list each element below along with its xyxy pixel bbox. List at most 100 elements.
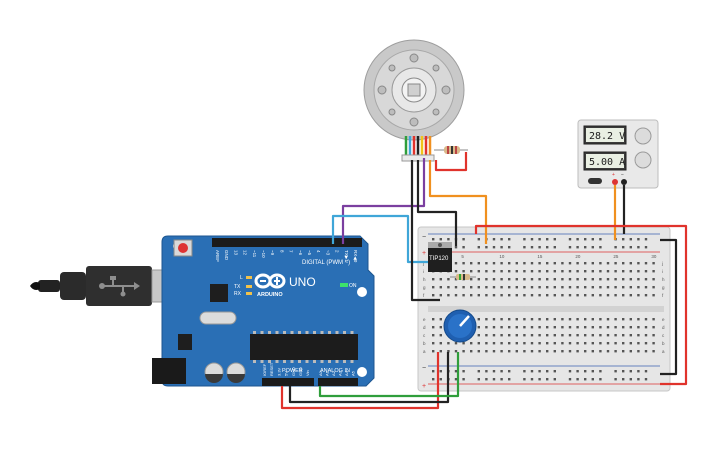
row-letter: a — [423, 349, 426, 354]
power-pin-label: GND — [298, 367, 303, 376]
analog-header[interactable] — [318, 378, 358, 386]
row-letter: j — [661, 261, 663, 266]
row-letter: c — [423, 333, 426, 338]
center-channel — [428, 306, 664, 312]
row-letter: i — [423, 269, 424, 274]
transistor-label: TIP120 — [429, 256, 449, 262]
column-number: 30 — [651, 254, 657, 259]
row-letter: i — [662, 269, 663, 274]
analog-pin-label: A4 — [344, 370, 349, 376]
digital-pin-label: TX▶1 — [344, 250, 349, 262]
usb-cable[interactable] — [30, 266, 177, 306]
resistor[interactable] — [450, 274, 476, 280]
arduino-logo — [254, 273, 286, 289]
atmega-chip — [250, 331, 358, 363]
power-pin-label: RESET — [269, 362, 274, 376]
current-knob[interactable] — [634, 151, 652, 169]
power-header[interactable] — [262, 378, 314, 386]
digital-pin-label: ~6 — [298, 250, 303, 256]
power-pin-label: IOREF — [262, 363, 267, 376]
positive-label: + — [612, 172, 615, 178]
capacitor — [226, 362, 246, 383]
power-switch[interactable] — [588, 178, 602, 184]
row-letter: f — [423, 293, 425, 298]
crystal-oscillator — [199, 311, 237, 325]
power-pin-label: GND — [291, 367, 296, 376]
power-label: POWER — [282, 368, 303, 374]
digital-label: DIGITAL (PWM ~) — [302, 260, 350, 266]
row-letter: e — [423, 317, 426, 322]
power-pin-label: 5V — [284, 371, 289, 376]
mounting-hole — [357, 367, 367, 377]
row-letter: c — [662, 333, 665, 338]
breadboard[interactable]: − + − + 151015202530 jjiihhggffeeddccbba… — [417, 226, 671, 392]
regulator-chip — [178, 334, 192, 350]
digital-pin-label: AREF — [215, 250, 220, 262]
potentiometer[interactable] — [443, 309, 477, 343]
negative-label: − — [621, 172, 624, 178]
column-number: 5 — [461, 254, 464, 259]
rail-minus-label: − — [422, 234, 426, 241]
analog-pin-label: A3 — [338, 370, 343, 376]
row-letter: d — [423, 325, 426, 330]
analog-pin-label: A5 — [351, 370, 356, 376]
capacitor — [204, 362, 224, 383]
row-letter: e — [662, 317, 665, 322]
digital-pin-label: ~9 — [270, 250, 275, 256]
usb-chip — [210, 284, 228, 302]
column-number: 10 — [499, 254, 505, 259]
digital-pin-label: ~10 — [261, 250, 266, 258]
digital-header[interactable] — [212, 238, 362, 247]
row-letter: f — [662, 293, 664, 298]
digital-pin-label: ~5 — [307, 250, 312, 256]
negative-terminal[interactable] — [621, 179, 627, 185]
on-led — [340, 283, 348, 287]
digital-pin-label: 7 — [289, 250, 294, 253]
digital-pin-label: 8 — [279, 250, 284, 253]
column-number: 20 — [575, 254, 581, 259]
digital-pin-label: ~11 — [252, 250, 257, 258]
analog-pin-label: A2 — [331, 370, 336, 376]
tx-led — [246, 285, 252, 288]
digital-pin-label: 13 — [233, 250, 238, 256]
row-letter: h — [423, 277, 426, 282]
l-led-label: L — [240, 275, 243, 281]
wires — [280, 152, 688, 410]
power-pin-label: Vin — [305, 370, 310, 376]
dc-power-jack[interactable] — [152, 358, 186, 384]
model-label: UNO — [289, 275, 316, 289]
digital-pin-label: 12 — [243, 250, 248, 256]
power-pin-label: 3.3V — [276, 367, 281, 376]
voltage-knob[interactable] — [634, 127, 652, 145]
current-display: 5.00 A — [589, 157, 625, 168]
analog-label: ANALOG IN — [320, 368, 350, 374]
dc-motor[interactable] — [363, 39, 465, 162]
l-led — [246, 276, 252, 279]
row-letter: b — [662, 341, 665, 346]
row-letter: b — [423, 341, 426, 346]
digital-pin-label: RX◀0 — [353, 250, 358, 263]
column-number: 15 — [537, 254, 543, 259]
analog-pin-label: A1 — [325, 370, 330, 376]
digital-pin-label: ~3 — [325, 250, 330, 256]
positive-terminal[interactable] — [612, 179, 618, 185]
arduino-logo-text: ARDUINO — [257, 292, 283, 298]
resistor[interactable] — [434, 146, 468, 154]
rail-minus-label: − — [422, 365, 426, 372]
row-letter: g — [423, 285, 426, 290]
rx-led — [246, 292, 252, 295]
dc-power-supply[interactable]: 28.2 V 5.00 A + − — [577, 119, 659, 189]
reset-button[interactable] — [173, 239, 193, 257]
motor-screw-holes — [377, 53, 451, 127]
digital-pin-label: 4 — [316, 250, 321, 253]
rx-label: RX — [234, 291, 242, 297]
tip120-transistor[interactable]: TIP120 — [428, 242, 452, 272]
row-letter: d — [662, 325, 665, 330]
